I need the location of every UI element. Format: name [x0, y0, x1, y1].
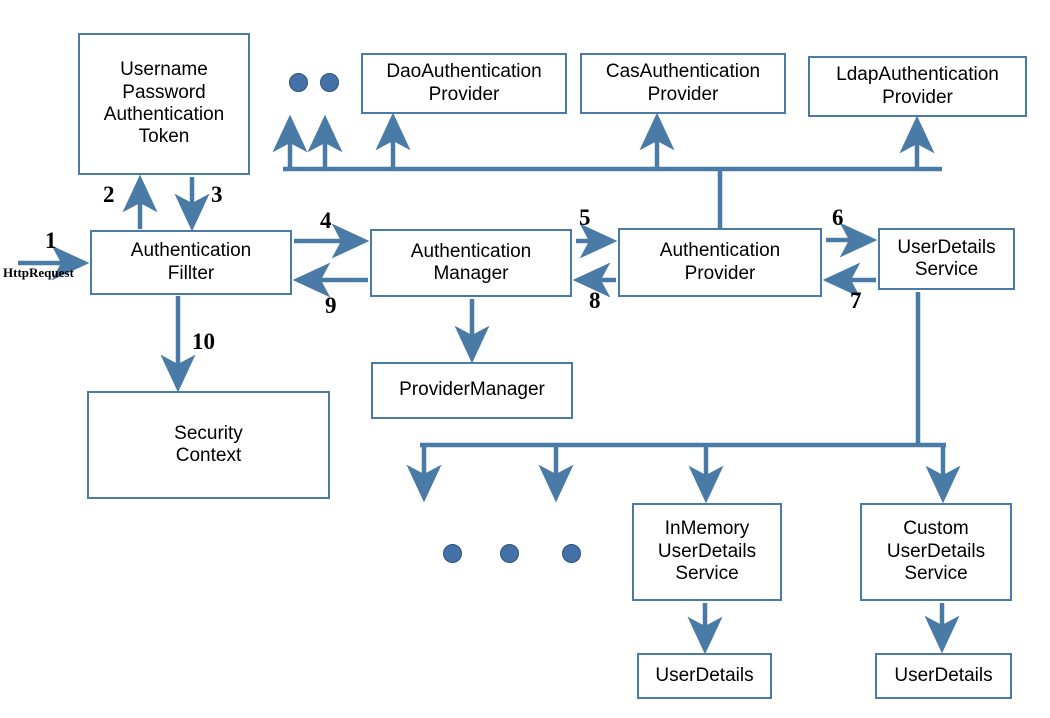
box-username-password-authentication-token[interactable]: Username Password Authentication Token [78, 33, 250, 175]
ellipsis-dot-service-3 [562, 544, 581, 563]
box-label: Authentication Provider [659, 240, 781, 284]
box-label: UserDetails [894, 664, 993, 686]
ellipsis-dot-service-1 [443, 544, 462, 563]
http-request-label: HttpRequest [3, 265, 74, 280]
step-label-7: 7 [850, 288, 862, 313]
box-dao-authentication-provider[interactable]: DaoAuthentication Provider [361, 53, 567, 114]
box-userdetails-right[interactable]: UserDetails [875, 653, 1012, 699]
box-userdetails-service[interactable]: UserDetails Service [878, 228, 1015, 290]
box-label: InMemory UserDetails Service [657, 518, 757, 585]
box-label: Username Password Authentication Token [103, 59, 225, 148]
box-inmemory-userdetails-service[interactable]: InMemory UserDetails Service [632, 503, 782, 601]
box-custom-userdetails-service[interactable]: Custom UserDetails Service [860, 503, 1012, 601]
step-label-1: 1 [45, 228, 57, 253]
box-label: Security Context [174, 422, 243, 466]
box-security-context[interactable]: Security Context [87, 391, 330, 499]
box-label: Authentication Manager [410, 240, 532, 284]
box-userdetails-left[interactable]: UserDetails [637, 653, 772, 699]
step-label-6: 6 [832, 205, 844, 230]
step-label-9: 9 [325, 293, 337, 318]
box-label: ProviderManager [399, 379, 545, 401]
step-label-10: 10 [192, 329, 215, 354]
box-cas-authentication-provider[interactable]: CasAuthentication Provider [580, 53, 786, 114]
step-label-3: 3 [211, 182, 223, 207]
box-label: Authentication Fillter [130, 240, 252, 284]
ellipsis-dot-provider-2 [320, 73, 339, 92]
box-authentication-manager[interactable]: Authentication Manager [370, 229, 572, 297]
step-label-8: 8 [589, 288, 601, 313]
box-provider-manager[interactable]: ProviderManager [371, 362, 573, 419]
box-authentication-provider[interactable]: Authentication Provider [618, 228, 822, 297]
box-label: DaoAuthentication Provider [386, 61, 542, 105]
box-ldap-authentication-provider[interactable]: LdapAuthentication Provider [808, 56, 1027, 117]
box-label: Custom UserDetails Service [886, 518, 986, 585]
ellipsis-dot-service-2 [500, 544, 519, 563]
step-label-4: 4 [320, 208, 332, 233]
step-label-5: 5 [579, 205, 591, 230]
ellipsis-dot-provider-1 [289, 73, 308, 92]
box-label: LdapAuthentication Provider [836, 64, 999, 108]
box-label: UserDetails Service [897, 236, 996, 280]
step-label-2: 2 [103, 182, 115, 207]
box-authentication-filter[interactable]: Authentication Fillter [90, 230, 292, 295]
box-label: CasAuthentication Provider [605, 61, 761, 105]
box-label: UserDetails [655, 664, 754, 686]
